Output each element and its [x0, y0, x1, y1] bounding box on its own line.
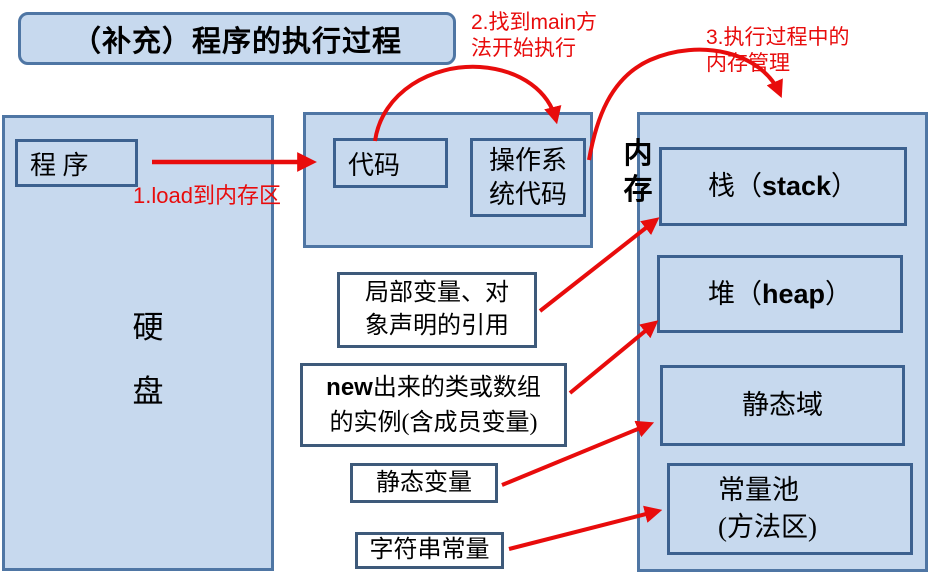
step3-line2: 内存管理	[706, 52, 790, 75]
string-consts-to-pool-arrow	[508, 505, 663, 551]
heap-label-cn: 堆（	[707, 278, 762, 309]
os-code-line2: 统代码	[488, 179, 567, 209]
memory-label-line2: 存	[623, 174, 653, 206]
title-box: （补充）程序的执行过程	[18, 12, 456, 65]
local-vars-line2: 象声明的引用	[365, 313, 509, 339]
step1-load-annotation: 1.load到内存区	[133, 183, 281, 208]
static-region-label: 静态域	[742, 390, 823, 420]
static-vars-callout: 静态变量	[350, 463, 498, 503]
hard-disk-label-line1: 硬	[132, 310, 164, 345]
stack-label-cn: 栈（	[707, 171, 762, 201]
new-instance-line2: 的实例(含成员变量)	[329, 409, 538, 436]
new-keyword: new	[326, 373, 373, 401]
program-label: 程 序	[30, 150, 89, 180]
step3-line1: 3.执行过程中的	[706, 26, 850, 49]
os-code-line1: 操作系	[488, 145, 567, 175]
program-box: 程 序	[15, 139, 138, 187]
static-region-box: 静态域	[660, 365, 905, 446]
constant-pool-line1: 常量池	[718, 475, 799, 505]
heap-region-label: 堆（heap）	[708, 276, 852, 313]
code-label: 代码	[348, 150, 401, 180]
memory-label-line1: 内	[623, 138, 653, 170]
local-vars-callout: 局部变量、对 象声明的引用	[337, 272, 537, 348]
step3-memory-annotation: 3.执行过程中的 内存管理	[706, 25, 850, 77]
constant-pool-box: 常量池 (方法区)	[667, 463, 913, 555]
step2-main-annotation: 2.找到main方 法开始执行	[471, 10, 597, 62]
stack-region-label: 栈（stack）	[708, 168, 858, 205]
new-instance-callout: new出来的类或数组 的实例(含成员变量)	[300, 363, 567, 447]
heap-region-box: 堆（heap）	[657, 255, 903, 333]
hard-disk-label: 硬 盘	[116, 296, 180, 424]
stack-region-box: 栈（stack）	[659, 147, 907, 226]
heap-label-paren: ）	[825, 278, 853, 309]
hard-disk-label-line2: 盘	[132, 374, 164, 409]
step2-line1: 2.找到main方	[471, 11, 598, 34]
string-consts-callout: 字符串常量	[355, 532, 504, 569]
step2-line2: 法开始执行	[471, 37, 576, 60]
local-vars-line1: 局部变量、对	[365, 280, 509, 306]
page-title: （补充）程序的执行过程	[71, 25, 402, 58]
os-code-box: 操作系 统代码	[470, 138, 586, 217]
code-box: 代码	[333, 138, 448, 188]
stack-label-paren: ）	[831, 171, 859, 201]
stack-label-en: stack	[761, 171, 832, 201]
new-instance-line1: new出来的类或数组	[326, 370, 541, 406]
memory-label: 内 存	[614, 136, 662, 208]
new-instance-line1-rest: 出来的类或数组	[372, 374, 541, 401]
hard-disk-box	[2, 115, 274, 571]
constant-pool-line2: (方法区)	[718, 512, 817, 542]
heap-label-en: heap	[761, 278, 826, 309]
